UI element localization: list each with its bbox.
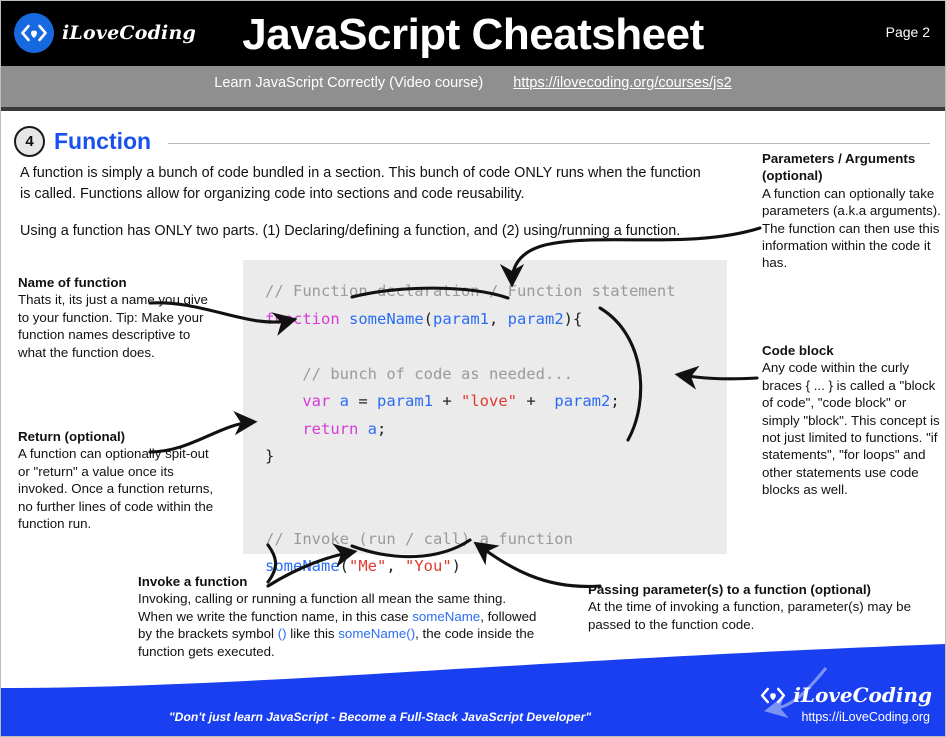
intro-paragraph-2: Using a function has ONLY two parts. (1)… bbox=[20, 223, 681, 239]
code-plus-2: + bbox=[517, 392, 546, 410]
note-passing-parameters: Passing parameter(s) to a function (opti… bbox=[588, 581, 928, 633]
code-listing: // Function declaration / Function state… bbox=[243, 260, 727, 581]
note-inline-code-somename-call: someName() bbox=[338, 626, 416, 642]
note-title: Parameters / Arguments (optional) bbox=[762, 151, 916, 184]
note-body: A function can optionally spit-out or "r… bbox=[18, 446, 214, 532]
note-body-part-1: Invoking, calling or running a function … bbox=[138, 591, 507, 624]
code-brace-open: ){ bbox=[563, 309, 583, 328]
note-body-part-2: , followed by the brackets symbol bbox=[138, 608, 537, 642]
intro-paragraph-1: A function is simply a bunch of code bun… bbox=[20, 165, 701, 202]
footer-brand-name: iLoveCoding bbox=[793, 683, 932, 707]
code-comment-declaration: // Function declaration / Function state… bbox=[265, 282, 676, 300]
code-paren-open: ( bbox=[423, 309, 433, 328]
page-number: Page 2 bbox=[885, 24, 930, 40]
note-title: Code block bbox=[762, 343, 834, 358]
note-title: Invoke a function bbox=[138, 574, 248, 589]
footer-tagline: "Don't just learn JavaScript - Become a … bbox=[168, 710, 592, 724]
code-block: // Function declaration / Function state… bbox=[243, 260, 727, 575]
code-return-a: a bbox=[367, 419, 378, 438]
code-plus-1: + bbox=[433, 392, 462, 410]
note-title: Name of function bbox=[18, 275, 127, 290]
page-title: JavaScript Cheatsheet bbox=[242, 10, 704, 59]
note-body: A function can optionally take parameter… bbox=[762, 185, 941, 271]
page-subheader: Learn JavaScript Correctly (Video course… bbox=[0, 66, 946, 107]
footer-url[interactable]: https://iLoveCoding.org bbox=[801, 710, 930, 724]
code-keyword-var: var bbox=[302, 392, 331, 410]
brand-name: iLoveCoding bbox=[62, 22, 196, 44]
code-brace-close: } bbox=[265, 447, 275, 465]
code-invoke-comma: , bbox=[386, 557, 405, 575]
code-comment-invoke: // Invoke (run / call) a function bbox=[265, 529, 573, 548]
note-body: Any code within the curly braces { ... }… bbox=[762, 360, 940, 498]
note-return-optional: Return (optional) A function can optiona… bbox=[18, 428, 223, 532]
header-divider bbox=[0, 107, 946, 111]
note-inline-code-somename: someName bbox=[412, 608, 481, 624]
code-heart-icon bbox=[761, 687, 786, 703]
note-inline-code-brackets: () bbox=[277, 626, 287, 642]
page-body: 4 Function A function is simply a bunch … bbox=[0, 111, 946, 683]
code-arg-me: "Me" bbox=[349, 557, 387, 575]
note-title: Passing parameter(s) to a function (opti… bbox=[588, 582, 871, 597]
brand-logo: iLoveCoding bbox=[14, 13, 196, 53]
code-arg-you: "You" bbox=[405, 557, 452, 575]
section-intro: A function is simply a bunch of code bun… bbox=[20, 163, 710, 258]
code-param2: param2 bbox=[507, 309, 564, 328]
note-body: At the time of invoking a function, para… bbox=[588, 599, 911, 632]
note-parameters-arguments: Parameters / Arguments (optional) A func… bbox=[762, 150, 942, 272]
code-semicolon-2: ; bbox=[377, 419, 387, 438]
code-invoke-paren-close: ) bbox=[451, 557, 462, 575]
note-name-of-function: Name of function Thats it, its just a na… bbox=[18, 274, 218, 361]
code-semicolon-1: ; bbox=[610, 392, 620, 410]
code-ref-param2: param2 bbox=[554, 392, 611, 410]
code-comment-bunch: // bunch of code as needed... bbox=[302, 364, 573, 383]
note-invoke-a-function: Invoke a function Invoking, calling or r… bbox=[138, 573, 538, 660]
footer-brand-logo: iLoveCoding bbox=[760, 683, 932, 707]
note-code-block: Code block Any code within the curly bra… bbox=[762, 342, 944, 499]
code-string-love: "love" bbox=[461, 392, 518, 410]
code-var-a: a bbox=[339, 392, 350, 410]
section-number: 4 bbox=[14, 126, 45, 157]
page-header: iLoveCoding JavaScript Cheatsheet Page 2 bbox=[0, 0, 946, 66]
code-keyword-return: return bbox=[302, 419, 359, 438]
code-heart-icon bbox=[14, 13, 54, 53]
code-param1: param1 bbox=[433, 309, 489, 328]
code-function-name: someName bbox=[349, 309, 424, 328]
section-title: Function bbox=[54, 128, 152, 154]
section-heading: 4 Function bbox=[14, 126, 930, 157]
note-body-part-3: like this bbox=[286, 626, 339, 642]
code-comma: , bbox=[489, 309, 508, 328]
code-ref-param1: param1 bbox=[377, 392, 434, 410]
course-link[interactable]: https://ilovecoding.org/courses/js2 bbox=[513, 75, 732, 91]
code-assign: = bbox=[349, 392, 378, 410]
note-title: Return (optional) bbox=[18, 429, 126, 444]
note-body: Thats it, its just a name you give to yo… bbox=[18, 292, 208, 360]
subheader-text: Learn JavaScript Correctly (Video course… bbox=[214, 75, 484, 91]
section-rule bbox=[168, 143, 930, 144]
code-keyword-function: function bbox=[265, 309, 340, 328]
